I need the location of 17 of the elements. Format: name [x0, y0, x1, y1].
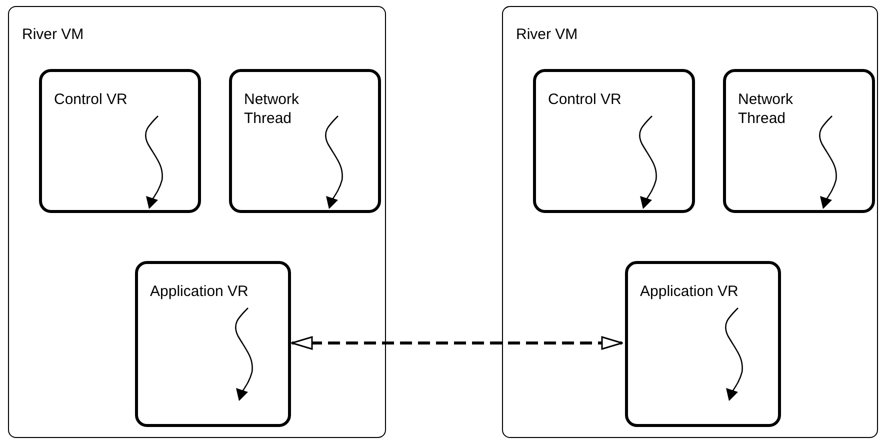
node-label: Application VR [150, 282, 250, 301]
node-label: River VM [516, 25, 578, 44]
node-label: Control VR [548, 90, 622, 109]
node-label: Network Thread [738, 90, 794, 128]
node-label: Application VR [640, 282, 740, 301]
thread-box [625, 261, 781, 427]
node-label: River VM [22, 25, 84, 44]
vm-container [8, 6, 386, 438]
thread-box [533, 69, 695, 213]
thread-box [39, 69, 201, 213]
node-label: Control VR [54, 90, 128, 109]
thread-box [229, 69, 381, 213]
node-label: Network Thread [244, 90, 300, 128]
thread-box [135, 261, 291, 427]
vm-container [502, 6, 878, 438]
dashed-double-arrow [291, 336, 623, 350]
thread-box [723, 69, 875, 213]
